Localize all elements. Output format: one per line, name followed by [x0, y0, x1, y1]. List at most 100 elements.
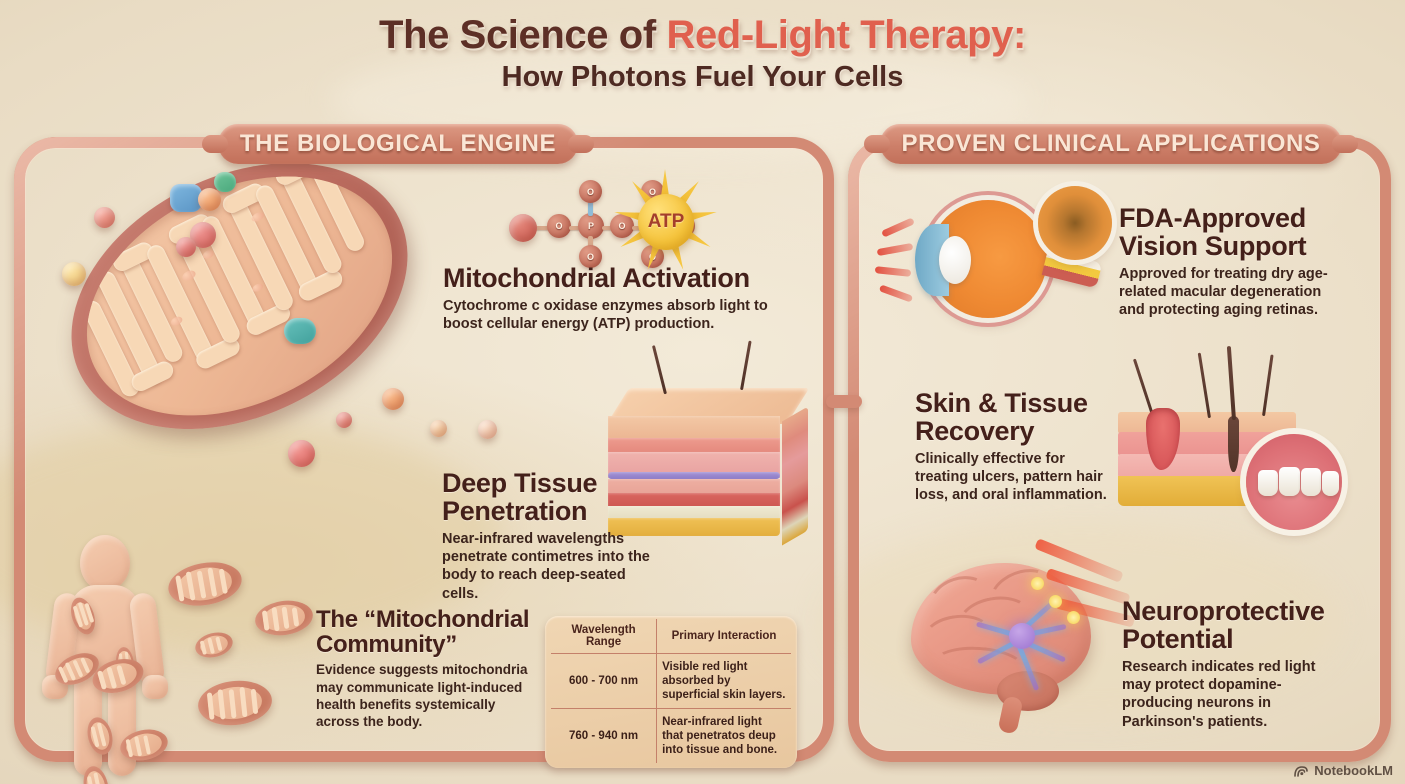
- molecule-sphere: [382, 388, 404, 410]
- hair-strand: [1197, 352, 1211, 419]
- chemical-bond: [588, 236, 593, 252]
- table-row: 760 - 940 nm Near-infrared light that pe…: [551, 708, 791, 764]
- pill-cap-right: [568, 135, 594, 153]
- oxygen-atom: O: [610, 214, 634, 238]
- block-heading-line2: Community”: [316, 630, 458, 658]
- table-cell-range: 600 - 700 nm: [569, 675, 639, 688]
- photon-dot: [1049, 595, 1062, 608]
- chemical-bond: [588, 196, 593, 216]
- watermark-label: NotebookLM: [1314, 763, 1393, 778]
- text-block-neuroprotective-potential: Neuroprotective Potential Research indic…: [1122, 596, 1340, 731]
- hair-strand: [1262, 354, 1274, 417]
- notebooklm-watermark: NotebookLM: [1293, 763, 1393, 778]
- photon-dot: [1031, 577, 1044, 590]
- text-block-mitochondrial-community: The “Mitochondrial Community” Evidence s…: [316, 606, 534, 730]
- molecule-sphere: [176, 237, 196, 257]
- title-text-accent: Red-Light Therapy:: [666, 13, 1026, 57]
- retina-magnifier-inset: [1038, 186, 1112, 260]
- table-cell-interaction: Near-infrared light that penetratos deup…: [656, 708, 791, 764]
- block-heading-line1: Neuroprotective: [1122, 596, 1325, 626]
- oral-inflammation-inset: [1246, 434, 1342, 530]
- pill-cap-right: [1332, 135, 1358, 153]
- block-heading-line1: Skin & Tissue: [915, 388, 1088, 418]
- molecule-sphere: [62, 262, 86, 286]
- oxygen-atom: O: [547, 214, 571, 238]
- block-body: Approved for treating dry age-related ma…: [1119, 265, 1328, 319]
- notebooklm-icon: [1294, 765, 1309, 777]
- body-head: [80, 535, 130, 591]
- tooth: [1258, 470, 1278, 496]
- block-heading-line2: Potential: [1122, 623, 1234, 654]
- wavelength-table: Wavelength Range Primary Interaction 600…: [545, 616, 797, 769]
- section-header-biological-engine: THE BIOLOGICAL ENGINE: [202, 124, 594, 164]
- block-body: Research indicates red light may protect…: [1122, 658, 1316, 730]
- hair-follicle: [1228, 416, 1239, 472]
- tooth: [1301, 468, 1321, 496]
- skin-block-side-face: [782, 406, 808, 546]
- pill-cap-left: [202, 135, 228, 153]
- chemical-bond: [602, 226, 613, 230]
- tooth: [1322, 471, 1339, 496]
- title-subtitle: How Photons Fuel Your Cells: [501, 61, 904, 93]
- mitochondrion-matrix: [47, 129, 432, 463]
- block-heading-line2: Penetration: [442, 495, 588, 526]
- oxygen-atom: O: [579, 245, 602, 268]
- molecule-sphere: [288, 440, 315, 467]
- oxygen-atom: O: [579, 180, 602, 203]
- eye-cross-section-illustration: [874, 186, 1112, 336]
- table-header-primary-interaction: Primary Interaction: [656, 619, 791, 654]
- page-title: The Science of Red-Light Therapy: How Ph…: [0, 14, 1405, 94]
- skin-layer-muscle: [608, 493, 780, 509]
- neuron-soma: [1009, 623, 1035, 649]
- membrane-protein-green: [214, 172, 236, 192]
- phosphorus-atom: P: [578, 213, 604, 239]
- text-block-deep-tissue-penetration: Deep Tissue Penetration Near-infrared wa…: [442, 468, 654, 603]
- molecule-sphere: [336, 412, 352, 428]
- skin-recovery-illustration: [1110, 346, 1342, 530]
- skin-layer-vessel: [608, 472, 780, 479]
- skin-layer-fascia: [608, 506, 780, 521]
- molecule-sphere: [94, 207, 115, 228]
- block-heading: Mitochondrial Activation: [443, 263, 750, 293]
- block-body: Cytochrome c oxidase enzymes absorb ligh…: [443, 297, 768, 333]
- mitochondrion-illustration: [27, 110, 452, 482]
- membrane-protein-teal: [284, 318, 316, 344]
- block-heading-line2: Vision Support: [1119, 230, 1307, 261]
- brain-neuron-illustration: [905, 538, 1136, 735]
- skin-cross-section-illustration: [606, 340, 810, 546]
- block-body: Near-infrared wavelengths penetrate cont…: [442, 530, 650, 602]
- molecule-sphere: [198, 188, 221, 211]
- section-header-label: THE BIOLOGICAL ENGINE: [239, 130, 557, 157]
- photon-dot: [1067, 611, 1080, 624]
- membrane-protein-blue: [170, 184, 202, 212]
- body-hand-right: [142, 675, 168, 699]
- text-block-fda-vision-support: FDA-Approved Vision Support Approved for…: [1119, 203, 1337, 320]
- atp-sunburst: ATP: [620, 169, 710, 266]
- text-block-skin-tissue-recovery: Skin & Tissue Recovery Clinically effect…: [915, 388, 1107, 505]
- block-heading-line1: FDA-Approved: [1119, 203, 1306, 233]
- pill-cap-left: [864, 135, 890, 153]
- chemical-bond: [535, 226, 551, 230]
- block-body: Evidence suggests mitochondria may commu…: [316, 662, 528, 729]
- skin-layer-fat: [608, 518, 780, 536]
- block-heading-line1: Deep Tissue: [442, 468, 598, 498]
- atp-label: ATP: [647, 211, 685, 232]
- chemical-bond: [569, 226, 581, 230]
- atp-label-badge: ATP: [638, 194, 694, 250]
- matrix-granule: [250, 210, 266, 224]
- table-row: 600 - 700 nm Visible red light absorbed …: [551, 653, 791, 709]
- block-heading-line1: The “Mitochondrial: [316, 606, 530, 633]
- skin-layer-epidermis: [608, 416, 780, 438]
- title-text-primary: The Science of: [379, 13, 667, 57]
- eye-lens: [939, 236, 971, 284]
- skin-layer-dermis-upper: [608, 438, 780, 452]
- panel-connector: [826, 395, 862, 408]
- molecule-sphere: [430, 420, 447, 437]
- table-cell-range: 760 - 940 nm: [551, 708, 657, 764]
- hair-strand: [1226, 346, 1236, 421]
- atp-molecule-illustration: O P O O O P O O O ATP: [505, 169, 705, 262]
- section-header-label: PROVEN CLINICAL APPLICATIONS: [901, 130, 1321, 157]
- wavelength-table-grid: Wavelength Range Primary Interaction 600…: [551, 619, 791, 764]
- chemical-bond: [632, 226, 643, 230]
